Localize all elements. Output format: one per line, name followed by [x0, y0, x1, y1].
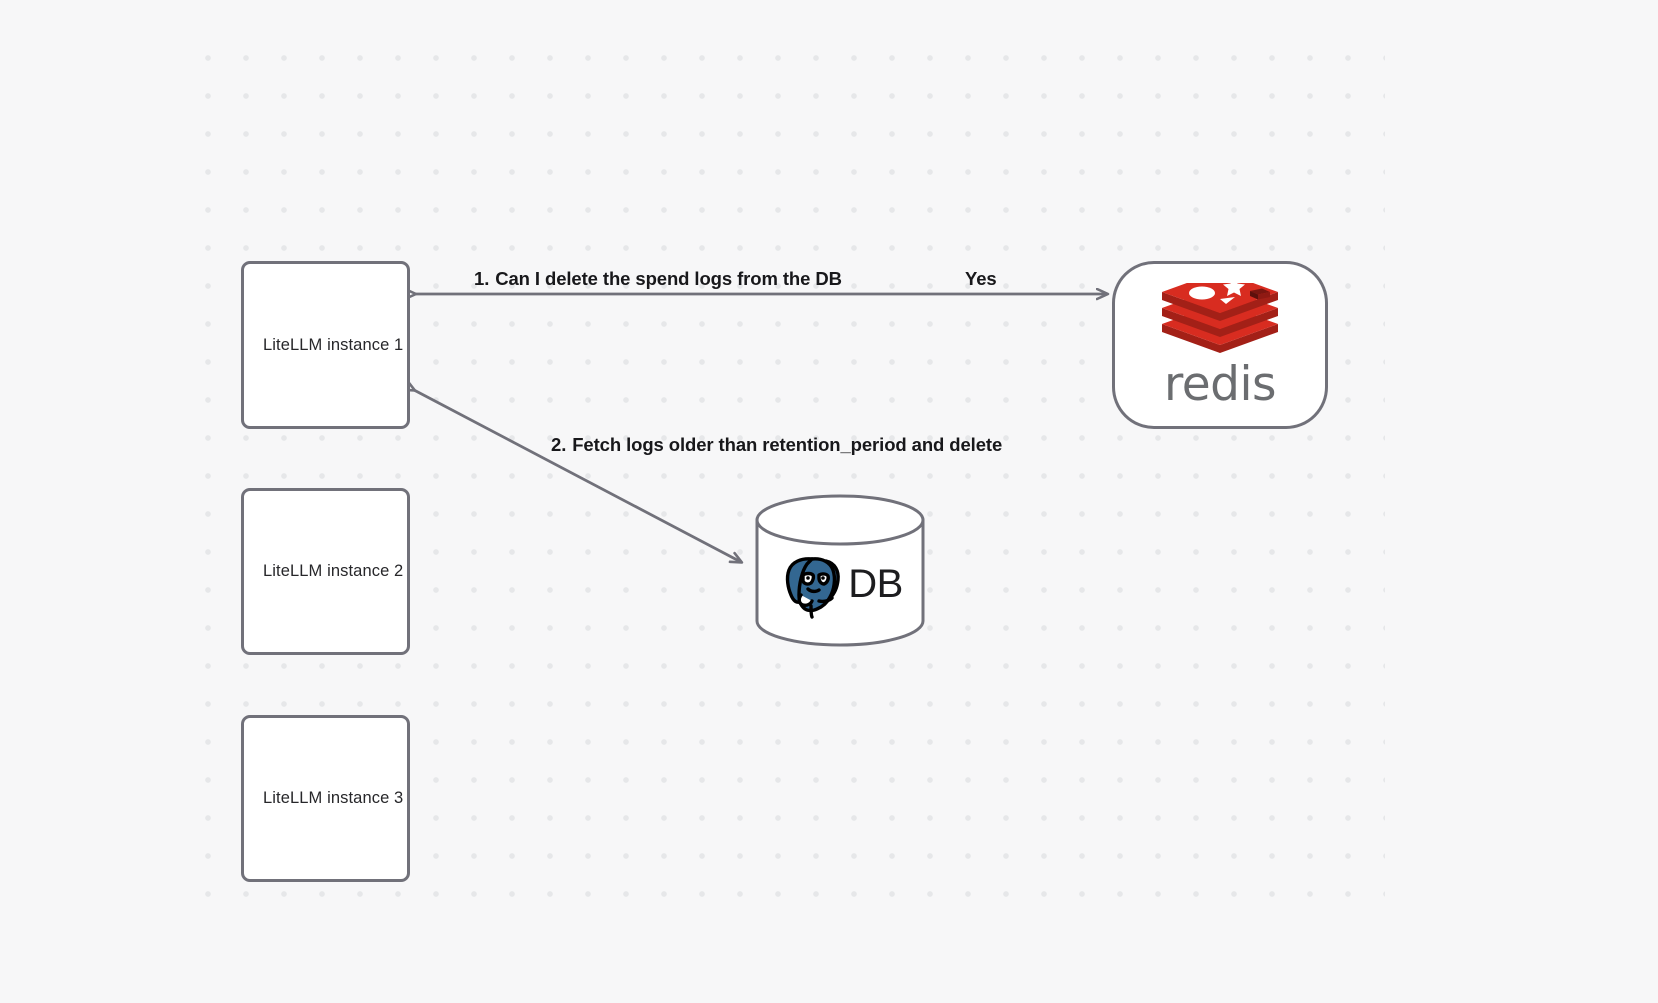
- node-label: LiteLLM instance 3: [263, 789, 404, 807]
- node-database[interactable]: DB: [754, 493, 926, 648]
- edge-label-reply-yes: Yes: [965, 268, 997, 289]
- redis-wordmark: redis: [1163, 356, 1277, 412]
- edge-label-text: Fetch logs older than retention_period a…: [572, 434, 1003, 455]
- edge-step-number: 1.: [474, 268, 490, 289]
- cylinder-shape-icon: [755, 494, 925, 647]
- edge-label-step-2: 2.Fetch logs older than retention_period…: [551, 434, 1002, 456]
- node-redis[interactable]: redis: [1112, 261, 1328, 429]
- postgresql-elephant-icon: [786, 557, 841, 619]
- node-label: LiteLLM instance 1: [263, 335, 404, 354]
- node-litellm-instance-3[interactable]: LiteLLM instance 3: [241, 715, 410, 882]
- node-litellm-instance-1[interactable]: LiteLLM instance 1: [241, 261, 410, 429]
- edge-step-number: 2.: [551, 434, 567, 455]
- edge-label-step-1: 1.Can I delete the spend logs from the D…: [474, 268, 842, 290]
- edge-litellm1-database: [414, 390, 741, 562]
- node-litellm-instance-2[interactable]: LiteLLM instance 2: [241, 488, 410, 655]
- redis-logo-icon: [1162, 282, 1278, 353]
- database-label: DB: [848, 561, 903, 606]
- node-label: LiteLLM instance 2: [263, 562, 404, 580]
- edge-label-text: Can I delete the spend logs from the DB: [495, 268, 842, 289]
